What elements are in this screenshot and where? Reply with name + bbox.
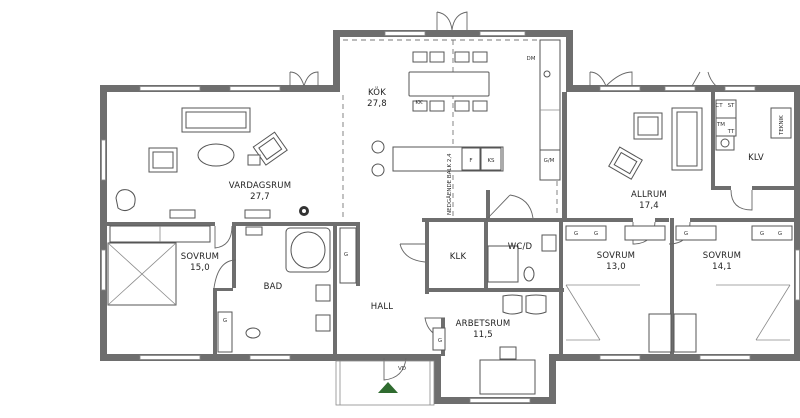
room-hall-name: HALL: [371, 302, 394, 312]
room-arbetsrum-area: 11,5: [473, 330, 493, 340]
beam-label: NEDGÅENDE BALK 2,4: [446, 153, 453, 215]
room-vardagsrum-name: VARDAGSRUM: [229, 181, 292, 191]
room-sovrum1-name: SOVRUM: [181, 252, 219, 262]
fixture-g-klk: G: [438, 338, 442, 344]
room-vardagsrum-area: 27,7: [250, 192, 270, 202]
room-klk-name: KLK: [450, 252, 467, 262]
bedroom1-furniture: [107, 225, 211, 306]
bedroom2-3-furniture: [565, 225, 793, 353]
room-sovrum2-name: SOVRUM: [597, 251, 635, 261]
bathroom-furniture: [217, 226, 357, 353]
laundry-furniture: [715, 99, 792, 151]
room-allrum-name: ALLRUM: [631, 190, 667, 200]
fixture-gm: G/M: [544, 158, 555, 164]
fixture-tt: TT: [727, 129, 735, 135]
fixture-g-bad: G: [223, 318, 227, 324]
fixture-g-sovrum3b: G: [760, 231, 764, 237]
room-kok-area: 27,8: [367, 99, 387, 109]
living-room-furniture: [115, 107, 309, 219]
room-labels: KÖK 27,8 VARDAGSRUM 27,7 ALLRUM 17,4 KLV…: [181, 87, 764, 340]
fixture-ct: CT: [715, 103, 723, 109]
fixture-teknik: TEKNIK: [779, 115, 785, 136]
room-wcd-name: WC/D: [508, 242, 533, 252]
hall-furniture: [432, 234, 557, 351]
entrance-arrow-icon: [378, 382, 398, 393]
room-sovrum2-area: 13,0: [606, 262, 626, 272]
windows: [101, 31, 800, 403]
room-allrum-area: 17,4: [639, 201, 659, 211]
room-bad-name: BAD: [264, 282, 283, 292]
entrance-porch: [335, 360, 435, 406]
fixture-g-sovrum2a: G: [574, 231, 578, 237]
fixture-f: F: [469, 158, 472, 164]
family-room-furniture: [608, 107, 703, 180]
room-kok-name: KÖK: [368, 87, 386, 98]
fixture-st: ST: [728, 103, 735, 109]
fixture-dm: DM: [527, 56, 536, 62]
fixture-vd: VD: [398, 366, 406, 372]
room-arbetsrum-name: ARBETSRUM: [456, 319, 511, 329]
fixture-g-sovrum3c: G: [778, 231, 782, 237]
office-furniture: [479, 294, 547, 395]
fixture-g-sovrum2b: G: [594, 231, 598, 237]
interior-walls: [107, 92, 800, 358]
fixture-kk: KK: [415, 100, 423, 106]
room-sovrum3-area: 14,1: [712, 262, 732, 272]
kitchen-furniture: [371, 39, 561, 181]
fixture-tm: TM: [716, 122, 725, 128]
fixture-g-hall: G: [344, 252, 348, 258]
fixture-g-sovrum3a: G: [684, 231, 688, 237]
exterior-doors: [289, 11, 717, 87]
fixture-ks: KS: [487, 158, 495, 164]
room-sovrum1-area: 15,0: [190, 263, 210, 273]
room-sovrum3-name: SOVRUM: [703, 251, 741, 261]
fixture-labels: DM F KS G/M KK CT ST TM TT TEKNIK NEDGÅE…: [223, 56, 785, 372]
room-klv-name: KLV: [748, 153, 764, 163]
